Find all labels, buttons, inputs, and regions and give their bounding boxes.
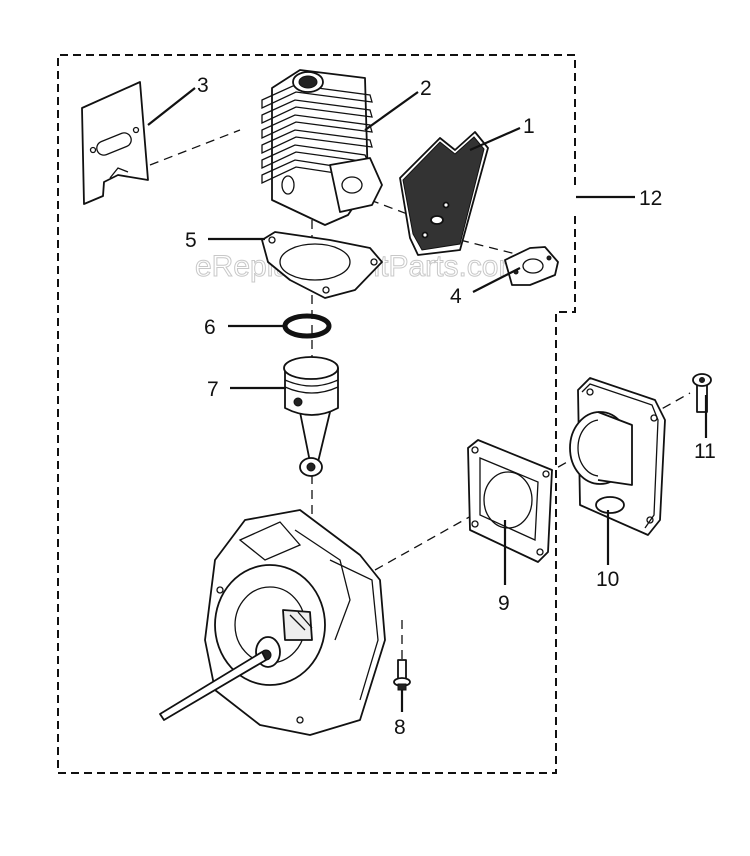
centerline [369,199,411,216]
crankcase-icon [159,509,386,736]
leader-line [147,87,196,126]
callout-7: 7 [207,378,219,401]
callout-5: 5 [185,229,197,252]
leader-line [472,267,521,293]
leader-line [469,126,521,152]
callout-1: 1 [523,115,535,138]
callout-8: 8 [394,716,406,739]
callout-3: 3 [197,74,209,97]
callout-6: 6 [204,316,216,339]
finned-cylinder-icon [261,69,383,226]
gasket-plate-icon [399,131,489,256]
centerline [459,239,521,256]
callout-9: 9 [498,592,510,615]
screw-icon [393,659,411,691]
callout-4: 4 [450,285,462,308]
intake-gasket-icon [81,81,149,205]
base-gasket-icon [261,231,383,299]
leader-line [364,91,419,131]
screw-icon [692,373,712,413]
callout-12: 12 [639,187,662,210]
callout-10: 10 [596,568,619,591]
piston-rod-icon [283,356,339,477]
assembly-frame [57,54,576,774]
piston-ring-icon [282,313,332,339]
crankcase-cover-icon [569,377,666,536]
crankcase-gasket-icon [467,439,553,563]
centerline [149,129,241,166]
callout-2: 2 [420,77,432,100]
callout-11: 11 [694,440,716,463]
